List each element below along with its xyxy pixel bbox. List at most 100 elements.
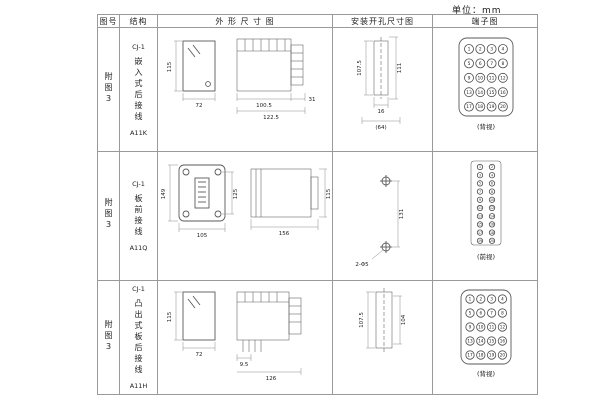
terminal-pin-number: 12 (500, 75, 506, 81)
mount-type-label: 嵌入式后接线 (134, 56, 143, 123)
mount-type-label: 板前接线 (134, 194, 143, 238)
terminal-pin-number: 11 (477, 206, 481, 210)
terminal-pin (488, 187, 495, 195)
terminal-pin-number: 20 (499, 352, 505, 357)
svg-text:156: 156 (278, 231, 289, 237)
terminal-pin (488, 204, 495, 211)
svg-text:72: 72 (195, 352, 202, 358)
terminal-pin-number: 17 (477, 230, 481, 234)
terminal-pin-number: 16 (489, 222, 493, 226)
fig-number: 附图3 (97, 151, 120, 281)
terminal-pin (488, 163, 495, 170)
terminal-pin (474, 72, 485, 83)
outline-cell: 149 125 105 156 115 (157, 151, 333, 281)
terminal-pin-number: 6 (490, 181, 492, 185)
terminal-pin-number: 2 (479, 296, 482, 301)
terminal-pin-number: 17 (467, 352, 473, 357)
install-cell: 107.5 111 16 (64) (332, 27, 433, 152)
terminal-pin-number: 20 (500, 104, 506, 110)
terminal-pin (463, 72, 474, 83)
terminal-pin-number: 3 (490, 46, 493, 52)
terminal-pin-number: 16 (500, 89, 506, 95)
terminal-pin-number: 8 (501, 60, 504, 66)
terminal-pin-number: 10 (478, 324, 484, 329)
outline-drawing-a11q: 149 125 105 156 115 (161, 164, 332, 239)
terminal-pin-number: 19 (488, 104, 494, 110)
terminal-pin (463, 43, 474, 54)
svg-text:105: 105 (196, 233, 207, 239)
terminal-pin (464, 321, 475, 332)
terminal-pin-number: 7 (490, 60, 493, 66)
terminal-pin-number: 9 (467, 75, 470, 81)
structure-cell: CJ-1 板前接线 A11Q (119, 151, 158, 281)
terminal-pin-number: 14 (489, 214, 493, 218)
terminal-pin (476, 179, 483, 186)
terminal-pin (474, 58, 485, 68)
relay-type-label: CJ-1 (132, 42, 145, 51)
terminal-pin (475, 321, 485, 332)
terminal-pin (488, 237, 495, 244)
side-view (236, 38, 303, 91)
terminal-pin-number: 12 (499, 324, 505, 329)
terminal-pin-number: 8 (490, 189, 492, 193)
svg-text:115: 115 (167, 61, 173, 72)
terminal-pin (497, 321, 507, 332)
install-cell: 131 2-Φ5 (332, 151, 433, 281)
svg-text:115: 115 (326, 188, 332, 199)
view-label: (背视) (476, 122, 494, 131)
dimensions: 107.5 104 (359, 291, 407, 348)
terminal-pin-number: 13 (466, 89, 472, 95)
fig-number-label: 附图3 (104, 71, 113, 106)
dimensions: 107.5 111 16 (64) (357, 36, 403, 131)
unit-label: 单位：mm (452, 6, 502, 16)
terminal-pin-number: 11 (488, 75, 494, 81)
terminal-pin (476, 163, 483, 170)
terminal-pin-number: 14 (478, 338, 484, 343)
terminal-pin (486, 43, 496, 54)
terminal-pin (497, 101, 508, 111)
terminal-pin (488, 196, 495, 203)
cutout-view (373, 36, 388, 99)
outline-drawing-a11h: 115 72 9.5 126 (167, 291, 301, 382)
terminal-pin (488, 220, 495, 228)
side-view (236, 291, 301, 352)
terminal-pin-number: 12 (489, 206, 493, 210)
terminal-pin-number: 2 (490, 165, 492, 169)
svg-text:72: 72 (195, 103, 202, 109)
terminal-pin-number: 10 (477, 75, 483, 81)
terminal-pin (476, 229, 483, 236)
svg-text:16: 16 (377, 109, 384, 115)
terminal-pin-number: 7 (478, 189, 480, 193)
fig-number-label: 附图3 (104, 319, 113, 354)
svg-text:31: 31 (308, 97, 315, 103)
terminal-pin (497, 72, 508, 83)
table-row-a11q: 附图3 CJ-1 板前接线 A11Q (97, 151, 538, 281)
header-structure: 结构 (119, 14, 158, 28)
fig-number: 附图3 (97, 27, 120, 152)
terminal-pin (486, 349, 496, 360)
fig-number: 附图3 (97, 280, 120, 395)
terminal-pin (476, 204, 483, 211)
install-drawing-a11q: 131 2-Φ5 (355, 174, 405, 268)
terminal-pin (497, 43, 508, 54)
terminal-pin-number: 9 (478, 197, 480, 201)
svg-text:107.5: 107.5 (359, 311, 365, 327)
terminal-pin-number: 1 (467, 46, 470, 52)
svg-text:131: 131 (399, 208, 405, 219)
spec-table-wrapper: 图号 结构 外 形 尺 寸 图 安装开孔尺寸图 端子图 附图3 CJ-1 嵌入式… (97, 14, 538, 395)
view-label: (前视) (476, 252, 494, 261)
terminal-outline (460, 289, 511, 364)
terminal-pin (497, 307, 507, 318)
terminal-pin-number: 5 (478, 181, 480, 185)
terminal-outline (458, 37, 513, 116)
terminal-pin-number: 4 (501, 46, 504, 52)
terminal-pin-number: 8 (501, 310, 504, 315)
terminal-pin (486, 321, 496, 332)
terminal-pin-number: 4 (490, 173, 492, 177)
terminal-pin-number: 11 (488, 324, 494, 329)
